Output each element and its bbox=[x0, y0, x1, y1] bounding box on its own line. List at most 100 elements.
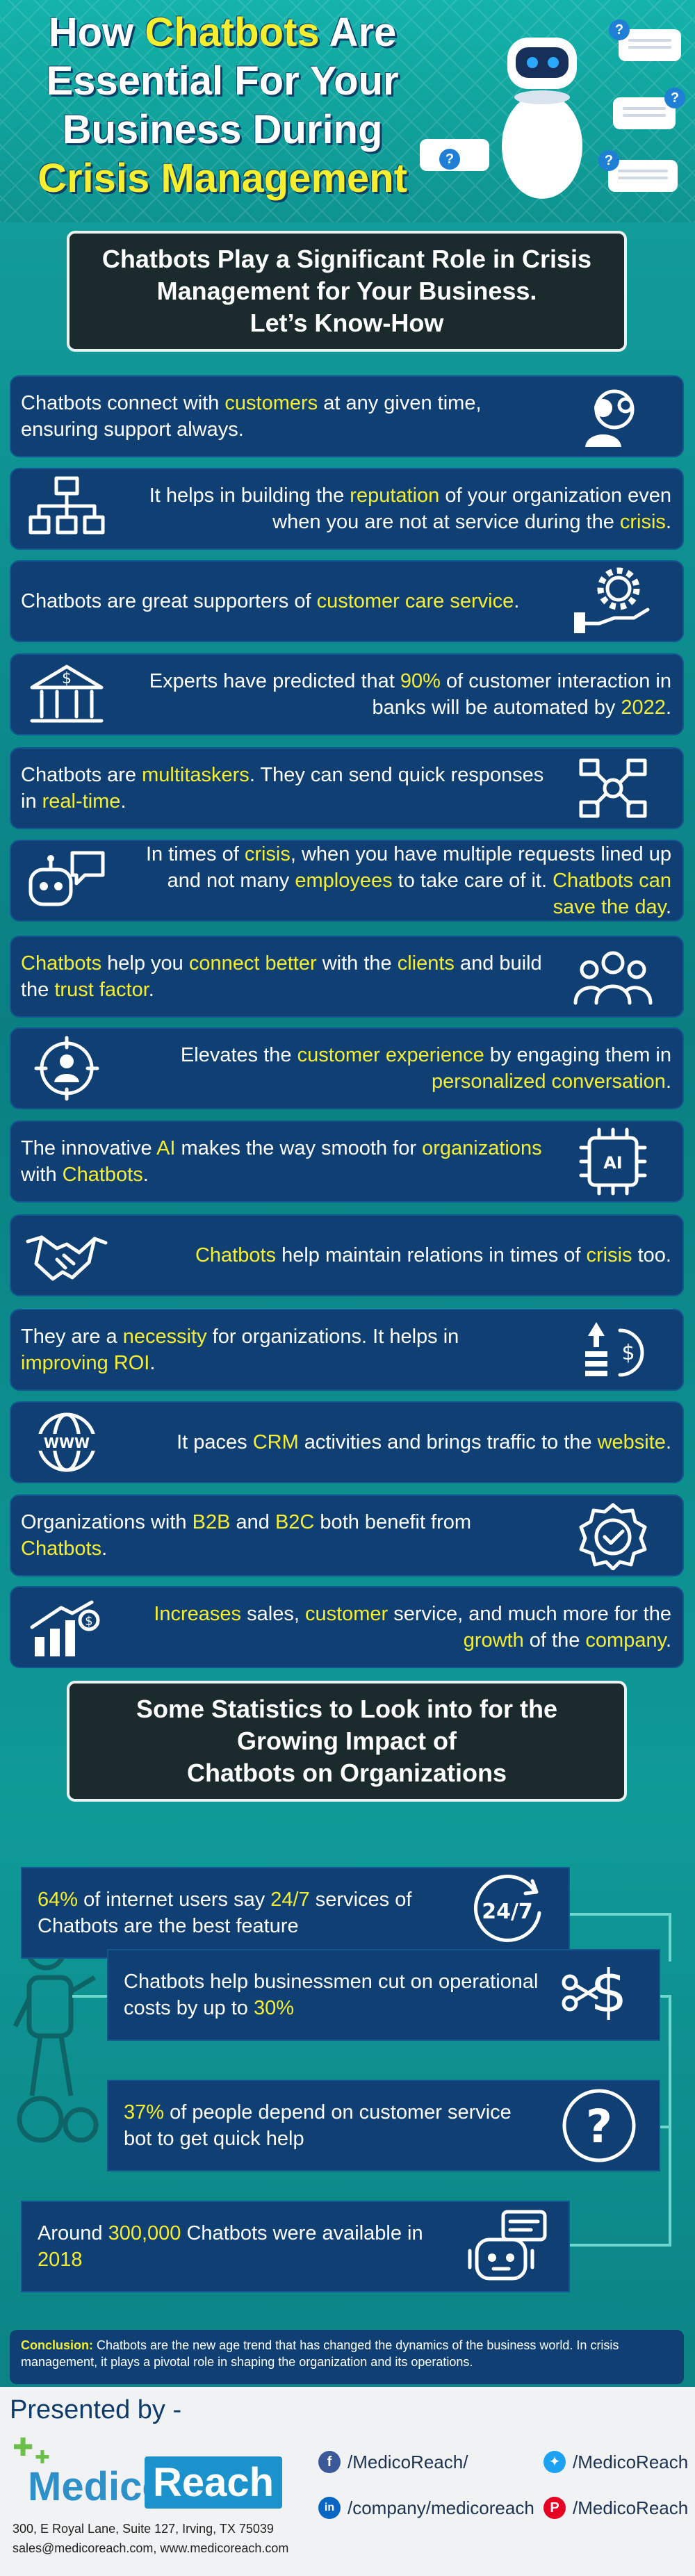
chat-bubble: ? bbox=[420, 139, 489, 171]
text-segment: In times of bbox=[146, 843, 245, 865]
text-segment: It helps in building the bbox=[149, 484, 350, 507]
connector-line bbox=[660, 1995, 671, 2128]
text-segment: Increases bbox=[154, 1603, 242, 1625]
benefit-card: The innovative AI makes the way smooth f… bbox=[10, 1120, 684, 1203]
text-segment: Chatbots are bbox=[21, 764, 142, 786]
section-banner-statistics: Some Statistics to Look into for the Gro… bbox=[67, 1681, 627, 1802]
footer: Presented by - ✚ ✚ Medico Reach 300, E R… bbox=[0, 2387, 695, 2576]
text-segment: customers bbox=[224, 392, 318, 414]
text-segment: It paces bbox=[177, 1431, 253, 1453]
text-segment: , when you have multiple requests lined … bbox=[167, 843, 671, 892]
social-pinterest[interactable]: P /MedicoReach bbox=[543, 2497, 688, 2519]
text-segment: personalized conversation bbox=[432, 1070, 666, 1093]
text-segment: 300,000 bbox=[108, 2222, 181, 2244]
logo-reach: Reach bbox=[145, 2456, 283, 2509]
text-segment: B2C bbox=[275, 1511, 315, 1533]
text-segment: services of Chatbots are the best featur… bbox=[38, 1889, 412, 1937]
text-segment: growth bbox=[463, 1629, 524, 1652]
text-segment: reputation bbox=[350, 484, 440, 507]
facebook-icon: f bbox=[318, 2451, 341, 2473]
social-linkedin[interactable]: in /company/medicoreach bbox=[318, 2497, 534, 2519]
text-segment: of the bbox=[523, 1629, 586, 1652]
text-segment: . They can send quick responses in bbox=[21, 764, 544, 813]
benefit-card: Chatbots help maintain relations in time… bbox=[10, 1214, 684, 1296]
text-segment: 2022 bbox=[621, 696, 666, 719]
text-segment: CRM bbox=[252, 1431, 299, 1453]
benefit-text: Elevates the customer experience by enga… bbox=[136, 1042, 671, 1095]
text-segment: with bbox=[21, 1164, 63, 1186]
benefit-card: They are a necessity for organizations. … bbox=[10, 1309, 684, 1391]
text-segment: 2018 bbox=[38, 2249, 83, 2271]
text-segment: They are a bbox=[21, 1326, 123, 1348]
stat-card: Chatbots help businessmen cut on operati… bbox=[107, 1949, 660, 2041]
text-segment: at any given time, ensuring support alwa… bbox=[21, 392, 482, 441]
text-segment: help you bbox=[101, 952, 189, 975]
stat-card: 64% of internet users say 24/7 services … bbox=[21, 1867, 570, 1959]
text-segment: improving ROI bbox=[21, 1352, 150, 1374]
clock-24-7-icon: 24/7 bbox=[467, 1871, 550, 1955]
text-segment: customer experience bbox=[297, 1044, 484, 1066]
text-segment: customer bbox=[304, 1603, 389, 1625]
text-segment: connect better bbox=[188, 952, 317, 975]
text-segment: too. bbox=[632, 1244, 671, 1266]
social-twitter[interactable]: ✦ /MedicoReach bbox=[543, 2451, 688, 2473]
benefit-text: Chatbots are multitaskers. They can send… bbox=[21, 762, 550, 815]
text-segment: for organizations. It helps in bbox=[206, 1326, 459, 1348]
svg-text:24/7: 24/7 bbox=[482, 1900, 533, 1924]
benefit-text: Chatbots help maintain relations in time… bbox=[136, 1242, 671, 1269]
text-segment: crisis bbox=[586, 1244, 632, 1266]
robot-chat-icon bbox=[25, 846, 108, 915]
org-chart-icon bbox=[25, 474, 108, 544]
benefit-card: Organizations with B2B and B2C both bene… bbox=[10, 1494, 684, 1576]
stat-text: 64% of internet users say 24/7 services … bbox=[38, 1886, 450, 1939]
group-people-icon bbox=[571, 942, 655, 1011]
text-segment: and bbox=[230, 1511, 275, 1533]
text-segment: real-time bbox=[42, 790, 121, 813]
text-segment: employees bbox=[295, 870, 393, 892]
benefit-text: Experts have predicted that 90% of custo… bbox=[136, 668, 671, 721]
conclusion-box: Conclusion: Chatbots are the new age tre… bbox=[10, 2330, 684, 2384]
chat-bubble: ? bbox=[613, 88, 685, 129]
text-segment: crisis bbox=[244, 843, 291, 865]
header-pattern bbox=[0, 0, 695, 222]
text-segment: Chatbots were available in bbox=[181, 2222, 423, 2244]
stat-card: Around 300,000 Chatbots were available i… bbox=[21, 2201, 570, 2292]
text-segment: . bbox=[665, 696, 671, 719]
benefit-card: Increases sales, customer service, and m… bbox=[10, 1586, 684, 1668]
company-address: 300, E Royal Lane, Suite 127, Irving, TX… bbox=[13, 2522, 289, 2555]
text-segment: of internet users say bbox=[78, 1889, 271, 1911]
benefit-text: They are a necessity for organizations. … bbox=[21, 1323, 550, 1376]
benefit-text: It paces CRM activities and brings traff… bbox=[136, 1429, 671, 1456]
ai-chip-icon: AI bbox=[571, 1127, 655, 1196]
header: How Chatbots Are Essential For Your Busi… bbox=[0, 0, 695, 222]
text-segment: Chatbots bbox=[195, 1244, 277, 1266]
text-segment: Chatbots bbox=[21, 952, 102, 975]
benefit-card: In times of crisis, when you have multip… bbox=[10, 840, 684, 922]
text-segment: help maintain relations in times of bbox=[276, 1244, 587, 1266]
linkedin-icon: in bbox=[318, 2497, 341, 2519]
benefit-text: The innovative AI makes the way smooth f… bbox=[21, 1135, 550, 1188]
text-segment: . bbox=[142, 1164, 149, 1186]
text-segment: . bbox=[101, 1538, 108, 1560]
benefit-card: Chatbots connect with customers at any g… bbox=[10, 375, 684, 457]
presented-by: Presented by - bbox=[10, 2395, 182, 2424]
text-segment: with the bbox=[316, 952, 398, 975]
social-facebook[interactable]: f /MedicoReach/ bbox=[318, 2451, 468, 2473]
svg-text:$: $ bbox=[621, 1341, 635, 1365]
text-segment: . bbox=[665, 1431, 671, 1453]
text-segment: of your organization even when you are n… bbox=[272, 484, 671, 533]
text-segment: sales, bbox=[241, 1603, 305, 1625]
text-segment: 90% bbox=[400, 670, 441, 692]
svg-text:$: $ bbox=[85, 1614, 92, 1629]
benefit-card: Chatbots are great supporters of custome… bbox=[10, 560, 684, 642]
text-segment: The innovative bbox=[21, 1137, 157, 1159]
text-segment: Experts have predicted that bbox=[149, 670, 400, 692]
text-segment: 24/7 bbox=[270, 1889, 310, 1911]
text-segment: of customer interaction in banks will be… bbox=[372, 670, 671, 719]
benefit-card: Chatbots are multitaskers. They can send… bbox=[10, 747, 684, 829]
text-segment: B2B bbox=[192, 1511, 231, 1533]
text-segment: 30% bbox=[254, 1997, 295, 2019]
text-segment: clients bbox=[397, 952, 455, 975]
stat-text: Chatbots help businessmen cut on operati… bbox=[124, 1968, 541, 2021]
